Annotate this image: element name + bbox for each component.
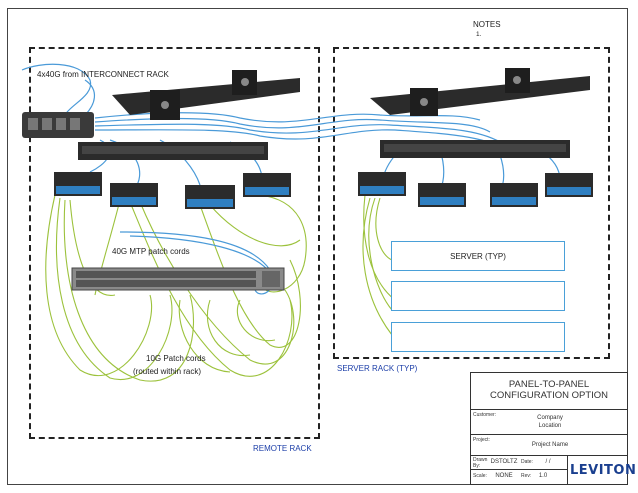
drawn-label: Drawn By:	[473, 457, 488, 469]
customer-location: Location	[538, 423, 562, 429]
breakout-module	[22, 112, 94, 138]
patch-cord	[45, 194, 152, 377]
remote-rack-boundary	[29, 47, 320, 439]
mounting-bracket-right	[370, 68, 590, 116]
patch-panel-left	[78, 142, 268, 160]
patch-panel-right	[380, 140, 570, 158]
server-label: SERVER (TYP)	[450, 252, 506, 261]
cassettes-right	[358, 172, 593, 207]
patch-cord	[56, 197, 173, 381]
patch-cord	[129, 201, 293, 377]
copper-patch-cords	[45, 194, 396, 382]
patch-cord	[362, 197, 393, 336]
patch-cord	[63, 199, 195, 382]
rev-label: Rev:	[521, 473, 532, 479]
server-rack-label: SERVER RACK (TYP)	[337, 364, 418, 373]
drawn-row: Drawn By: DSTOLTZ Date: / /	[471, 456, 567, 470]
customer-row: Customer: Company Location	[471, 410, 627, 435]
title-block-heading: PANEL-TO-PANEL CONFIGURATION OPTION	[471, 373, 627, 410]
patch-cord	[206, 299, 251, 357]
fiber-cord	[94, 123, 506, 146]
mtp-cords-label: 40G MTP patch cords	[112, 247, 190, 256]
project-label: Project:	[473, 437, 490, 443]
customer-label: Customer:	[473, 412, 497, 418]
drawn-value: DSTOLTZ	[490, 459, 518, 465]
customer-name: Company	[537, 415, 563, 421]
scale-row: Scale: NONE Rev: 1.0	[471, 470, 567, 483]
scale-label: Scale:	[473, 473, 487, 479]
rev-value: 1.0	[538, 473, 548, 479]
title-line-2: CONFIGURATION OPTION	[489, 390, 609, 401]
scale-value: NONE	[495, 473, 513, 479]
patch-cord	[368, 197, 393, 311]
notes-item: 1.	[476, 31, 482, 38]
fiber-cord	[21, 63, 92, 116]
notes-title: NOTES	[473, 20, 501, 29]
server-rack-boundary	[333, 47, 610, 359]
patch-cord	[363, 194, 396, 301]
patch-cord	[375, 197, 393, 261]
server-box: SERVER (TYP)	[391, 241, 565, 271]
fiber-cord	[84, 79, 95, 116]
server-box	[391, 322, 565, 352]
date-value: / /	[545, 459, 551, 465]
project-name: Project Name	[531, 442, 569, 448]
patch-cord	[259, 194, 307, 293]
info-cells: Drawn By: DSTOLTZ Date: / / Scale: NONE …	[471, 456, 568, 484]
network-switch	[71, 267, 285, 291]
leviton-logo: LEVITON	[570, 463, 637, 478]
patch-cord	[236, 299, 276, 342]
server-box	[391, 281, 565, 311]
patch-cord	[178, 299, 231, 373]
title-line-1: PANEL-TO-PANEL	[508, 379, 590, 390]
title-block: PANEL-TO-PANEL CONFIGURATION OPTION Cust…	[470, 372, 636, 485]
remote-rack-label: REMOTE RACK	[253, 444, 312, 453]
patch-cord	[209, 204, 301, 247]
fiber-cord	[94, 129, 516, 156]
patch-cords-sublabel: (routed within rack)	[133, 367, 202, 376]
patch-cord	[199, 204, 301, 348]
cassettes-left	[54, 172, 291, 209]
mounting-bracket-left	[112, 70, 300, 120]
project-row: Project: Project Name	[471, 435, 627, 456]
date-label: Date:	[521, 459, 533, 465]
mtp-patch-cord	[129, 235, 273, 276]
drawing-frame	[7, 8, 628, 485]
patch-cords-label: 10G Patch cords	[146, 354, 206, 363]
mtp-patch-cord	[119, 231, 274, 295]
interconnect-label: 4x40G from INTERCONNECT RACK	[37, 70, 169, 79]
